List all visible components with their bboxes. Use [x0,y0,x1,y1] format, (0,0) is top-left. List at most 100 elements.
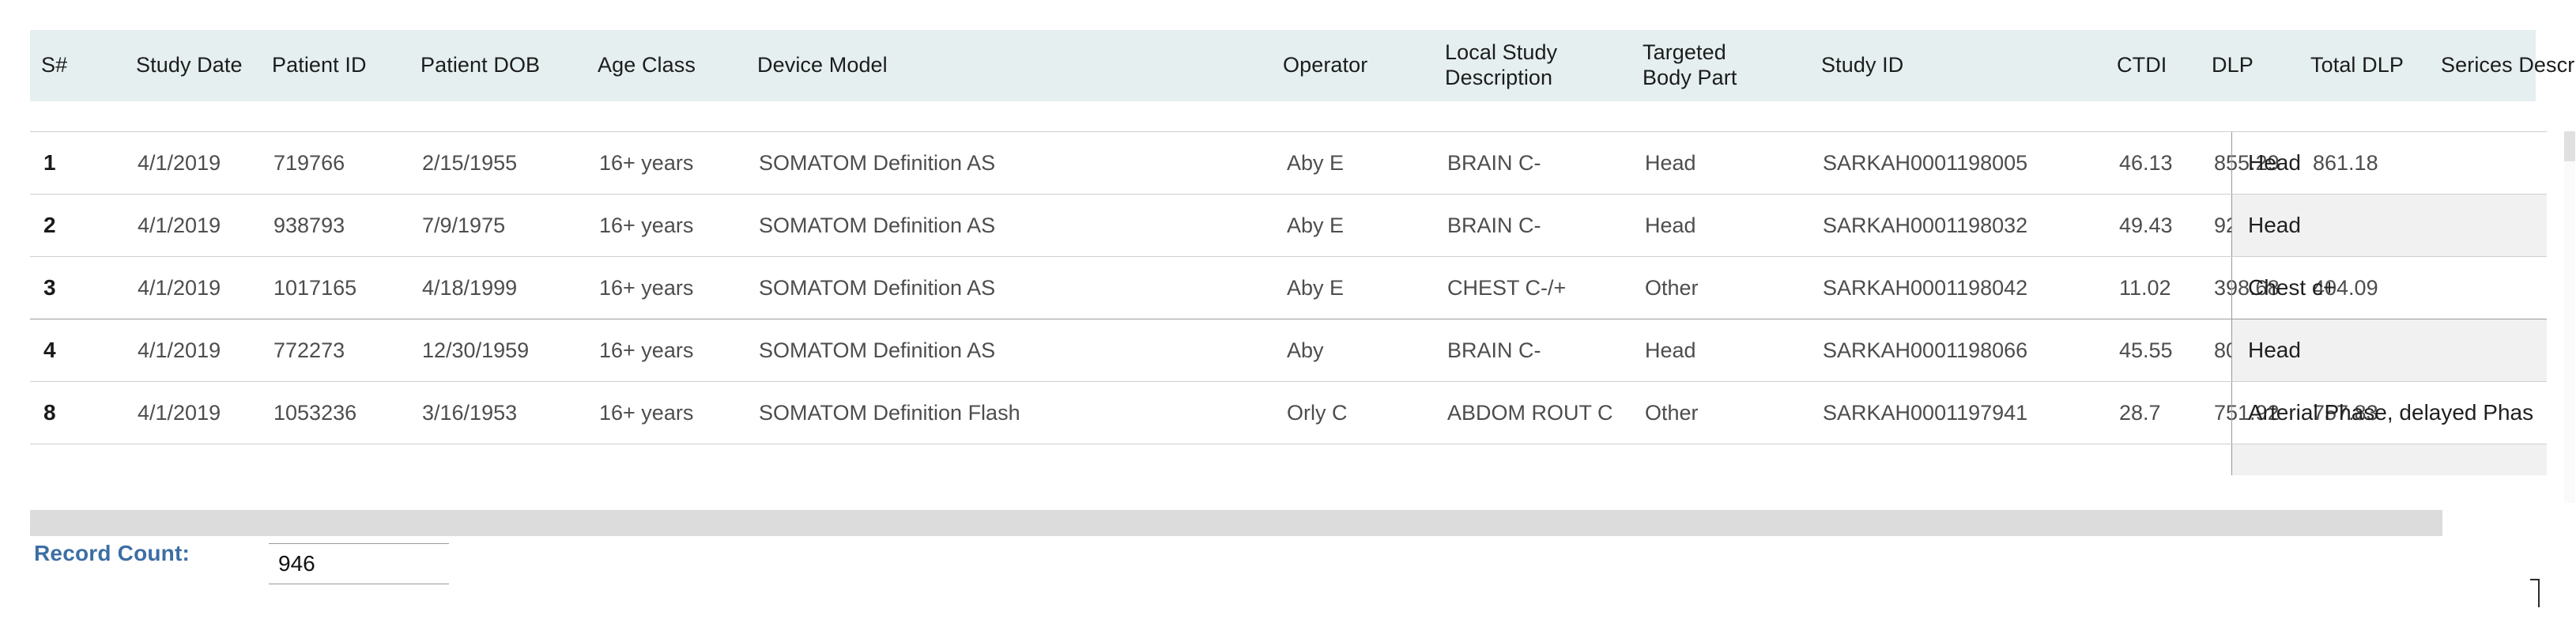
cell-date: 4/1/2019 [138,338,221,362]
cell-dob: 2/15/1955 [422,150,518,175]
cell-totaldlp: 861.18 [2313,150,2378,175]
cell-local: BRAIN C- [1447,213,1541,237]
cell-studyid: SARKAH0001198032 [1823,213,2028,237]
cell-body: Other [1645,275,1699,300]
column-header-sn[interactable]: S# [41,53,68,77]
cell-operator: Orly C [1287,400,1348,425]
cell-date: 4/1/2019 [138,275,221,300]
cell-pid: 772273 [273,338,345,362]
cell-services: Head [2248,213,2301,237]
table-row[interactable]: 8 4/1/2019 1053236 3/16/1953 16+ years SOMATO… [30,381,2547,444]
cell-sn: 8 [43,400,56,425]
cell-pid: 1017165 [273,275,357,300]
vertical-scrollbar-thumb[interactable] [2564,131,2575,161]
cell-local: BRAIN C- [1447,150,1541,175]
record-count-value: 946 [278,551,315,576]
cell-sn: 1 [43,150,56,175]
cell-dob: 3/16/1953 [422,400,518,425]
cell-studyid: SARKAH0001197941 [1823,400,2028,425]
cell-age: 16+ years [599,400,694,425]
cell-totaldlp: 757.83 [2313,400,2378,425]
cell-device: SOMATOM Definition AS [759,150,996,175]
cell-age: 16+ years [599,275,694,300]
services-description-pane[interactable]: Head [2231,319,2547,381]
horizontal-scrollbar[interactable] [30,510,2534,536]
cell-dob: 7/9/1975 [422,213,506,237]
table-row-partial[interactable] [30,444,2547,475]
column-header-studyid[interactable]: Study ID [1821,53,1904,77]
services-description-pane[interactable]: Head [2231,132,2547,194]
cell-studyid: SARKAH0001198005 [1823,150,2028,175]
record-count-field[interactable]: 946 [269,543,449,584]
horizontal-scrollbar-thumb[interactable] [30,510,2442,536]
data-grid: S# Study Date Patient ID Patient DOB Age Cla… [30,30,2576,503]
cell-services: Arterial Phase, delayed Phas [2248,400,2534,425]
grid-header-row: S# Study Date Patient ID Patient DOB Age Cla… [30,30,2576,101]
cell-totaldlp: 404.09 [2313,275,2378,300]
cell-pid: 719766 [273,150,345,175]
vertical-scrollbar[interactable] [2564,131,2575,503]
column-header-age[interactable]: Age Class [598,53,696,77]
record-count-label: Record Count: [34,541,190,565]
cell-pid: 1053236 [273,400,357,425]
cell-ctdi: 28.7 [2119,400,2161,425]
cell-operator: Aby E [1287,150,1345,175]
table-row[interactable]: 3 4/1/2019 1017165 4/18/1999 16+ years SOMATO… [30,256,2547,319]
cell-services: Head [2248,338,2301,362]
cell-device: SOMATOM Definition AS [759,338,996,362]
cell-body: Other [1645,400,1699,425]
cell-age: 16+ years [599,150,694,175]
cell-local: ABDOM ROUT C [1447,400,1613,425]
cell-sn: 4 [43,338,56,362]
cell-local: BRAIN C- [1447,338,1541,362]
corner-cursor-mark [2530,579,2540,607]
cell-date: 4/1/2019 [138,213,221,237]
cell-services: Chest c+ [2248,275,2337,300]
cell-dlp: 751.92 [2214,400,2280,425]
cell-age: 16+ years [599,338,694,362]
cell-dob: 12/30/1959 [422,338,530,362]
column-header-date[interactable]: Study Date [136,53,243,77]
cell-dlp: 398.68 [2214,275,2280,300]
cell-operator: Aby [1287,338,1324,362]
cell-device: SOMATOM Definition AS [759,275,996,300]
cell-operator: Aby E [1287,213,1345,237]
column-header-local[interactable]: Local Study Description [1445,40,1558,89]
services-description-pane[interactable]: Arterial Phase, delayed Phas [2231,382,2547,444]
cell-date: 4/1/2019 [138,400,221,425]
cell-services: Head [2248,150,2301,175]
column-header-operator[interactable]: Operator [1283,53,1368,77]
cell-ctdi: 49.43 [2119,213,2173,237]
column-header-dlp[interactable]: DLP [2212,53,2254,77]
cell-body: Head [1645,150,1696,175]
cell-sn: 2 [43,213,56,237]
cell-studyid: SARKAH0001198042 [1823,275,2028,300]
cell-body: Head [1645,338,1696,362]
table-row[interactable]: 1 4/1/2019 719766 2/15/1955 16+ years SOMATOM… [30,131,2547,194]
column-header-services[interactable]: Serices Description [2441,53,2576,77]
cell-operator: Aby E [1287,275,1345,300]
cell-ctdi: 46.13 [2119,150,2173,175]
cell-device: SOMATOM Definition Flash [759,400,1020,425]
cell-ctdi: 45.55 [2119,338,2173,362]
column-header-dob[interactable]: Patient DOB [421,53,541,77]
services-description-pane[interactable]: Chest c+ [2231,257,2547,319]
column-header-body[interactable]: Targeted Body Part [1643,40,1737,89]
cell-date: 4/1/2019 [138,150,221,175]
column-header-totaldlp[interactable]: Total DLP [2310,53,2404,77]
table-row[interactable]: 4 4/1/2019 772273 12/30/1959 16+ years SOMATO… [30,319,2547,381]
services-description-pane[interactable]: Head [2231,195,2547,256]
cell-dob: 4/18/1999 [422,275,518,300]
column-header-pid[interactable]: Patient ID [272,53,367,77]
cell-dlp: 855.29 [2214,150,2280,175]
column-header-device[interactable]: Device Model [757,53,888,77]
cell-sn: 3 [43,275,56,300]
cell-ctdi: 11.02 [2119,275,2171,300]
cell-pid: 938793 [273,213,345,237]
cell-studyid: SARKAH0001198066 [1823,338,2028,362]
services-description-pane[interactable] [2231,444,2547,475]
column-header-ctdi[interactable]: CTDI [2117,53,2167,77]
